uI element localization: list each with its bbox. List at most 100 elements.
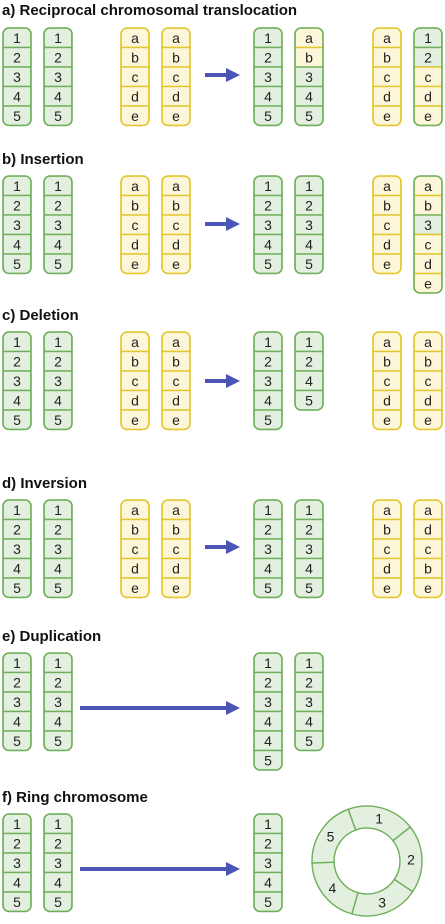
segment-label: 3 [305, 694, 313, 710]
chromosome-segment [3, 105, 31, 126]
chromosome-segment [254, 749, 282, 770]
segment-label: b [131, 353, 139, 369]
chromosome-segment [414, 409, 442, 430]
segment-label: a [383, 30, 391, 46]
segment-label: d [383, 560, 391, 576]
segment-label: b [172, 521, 180, 537]
ring-segment-label: 4 [328, 880, 336, 896]
segment-label: a [131, 334, 139, 350]
chromosome-segment [162, 577, 190, 598]
segment-label: 5 [264, 108, 272, 124]
segment-label: 1 [305, 178, 313, 194]
segment-label: e [383, 108, 391, 124]
segment-label: 5 [305, 733, 313, 749]
segment-label: 3 [305, 541, 313, 557]
segment-label: c [384, 69, 391, 85]
segment-label: 2 [264, 49, 272, 65]
segment-label: 5 [264, 412, 272, 428]
segment-label: 1 [264, 178, 272, 194]
segment-label: 1 [13, 502, 21, 518]
segment-label: b [383, 49, 391, 65]
segment-label: a [383, 334, 391, 350]
segment-label: 3 [264, 217, 272, 233]
segment-label: e [383, 580, 391, 596]
arrow-f [80, 862, 240, 876]
segment-label: 4 [13, 236, 21, 252]
segment-label: d [424, 521, 432, 537]
segment-label: e [424, 275, 432, 291]
chromosome-segment [373, 409, 401, 430]
segment-label: 5 [54, 733, 62, 749]
chromosome-segment [44, 730, 72, 751]
segment-label: c [425, 541, 432, 557]
segment-label: c [173, 373, 180, 389]
segment-label: d [172, 88, 180, 104]
segment-label: 2 [13, 521, 21, 537]
segment-label: d [424, 392, 432, 408]
chromosome-segment [3, 730, 31, 751]
segment-label: a [172, 178, 180, 194]
segment-label: 5 [13, 108, 21, 124]
chromosome-segment [44, 409, 72, 430]
segment-label: 4 [54, 874, 62, 890]
segment-label: b [131, 49, 139, 65]
chromosome-segment [254, 253, 282, 274]
segment-label: 1 [54, 502, 62, 518]
segment-label: e [424, 412, 432, 428]
segment-label: 3 [13, 217, 21, 233]
segment-label: 3 [264, 373, 272, 389]
segment-label: c [425, 373, 432, 389]
segment-label: c [132, 69, 139, 85]
segment-label: e [172, 256, 180, 272]
chromosome-segment [373, 253, 401, 274]
panel-title-d: d) Inversion [2, 475, 87, 492]
segment-label: 2 [54, 197, 62, 213]
segment-label: d [383, 392, 391, 408]
segment-label: 2 [13, 674, 21, 690]
segment-label: 2 [305, 197, 313, 213]
segment-label: 4 [264, 236, 272, 252]
chromosome-segment [3, 891, 31, 912]
chromosome-segment [3, 577, 31, 598]
chromosome-segment [121, 577, 149, 598]
chromosome-segment [121, 105, 149, 126]
chromosome-segment [295, 253, 323, 274]
segment-label: b [305, 49, 313, 65]
segment-label: c [425, 69, 432, 85]
segment-label: 4 [305, 373, 313, 389]
segment-label: e [383, 412, 391, 428]
segment-label: b [424, 353, 432, 369]
segment-label: 2 [305, 521, 313, 537]
chromosome-segment [121, 253, 149, 274]
segment-label: 1 [264, 334, 272, 350]
segment-label: a [305, 30, 313, 46]
segment-label: 2 [13, 353, 21, 369]
segment-label: 2 [13, 197, 21, 213]
segment-label: d [172, 392, 180, 408]
segment-label: b [172, 197, 180, 213]
segment-label: e [131, 580, 139, 596]
segment-label: 3 [54, 694, 62, 710]
segment-label: c [132, 373, 139, 389]
segment-label: e [424, 580, 432, 596]
segment-label: 5 [264, 580, 272, 596]
segment-label: 2 [264, 674, 272, 690]
chromosome-segment [121, 409, 149, 430]
segment-label: 4 [54, 88, 62, 104]
segment-label: 4 [264, 392, 272, 408]
segment-label: 5 [264, 752, 272, 768]
